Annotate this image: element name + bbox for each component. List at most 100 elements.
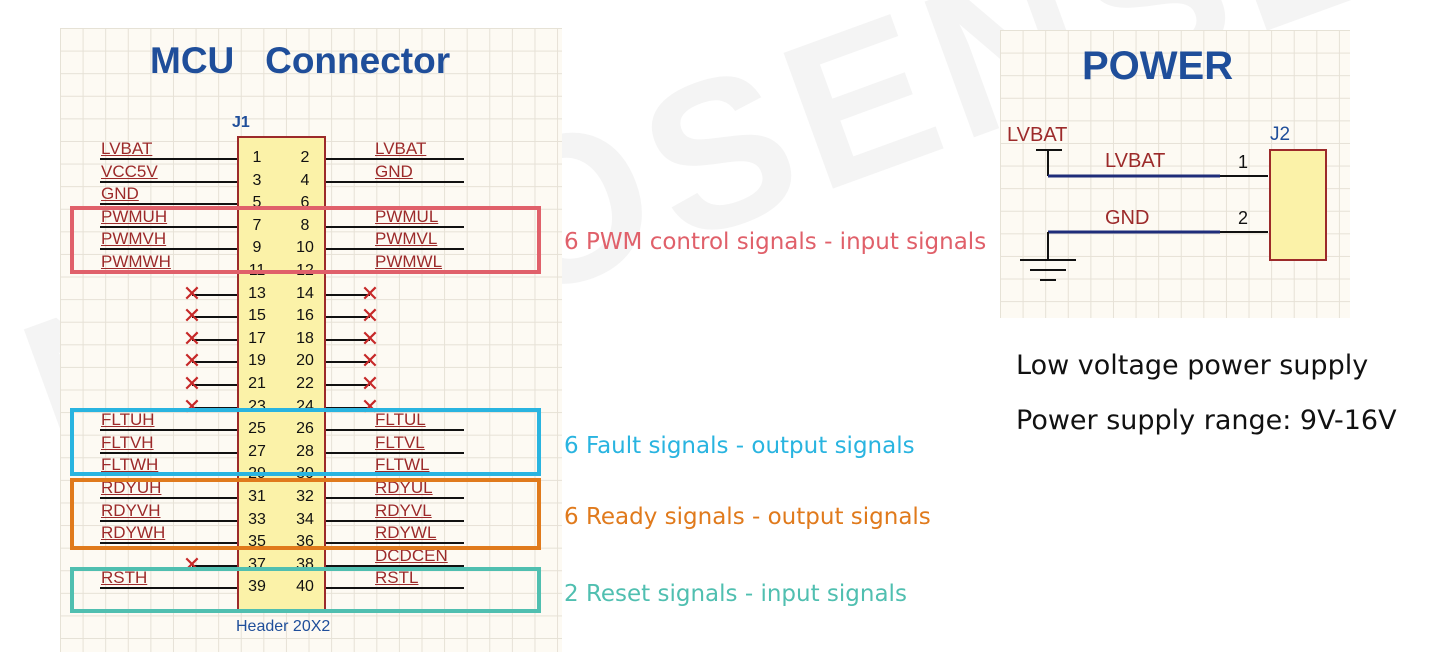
pin-wire-right <box>326 180 464 183</box>
signal-label-left: PWMVH <box>101 229 167 249</box>
nc-stub-right <box>326 293 370 296</box>
fault-annotation: 6 Fault signals - output signals <box>564 433 915 459</box>
pin-number-right: 10 <box>296 239 314 257</box>
signal-label-right: FLTWL <box>375 455 430 475</box>
signal-label-left: RDYWH <box>101 523 166 543</box>
j2-reference: J2 <box>1270 124 1291 145</box>
pin-number-right: 26 <box>296 420 314 438</box>
no-connect-icon: ✕ <box>182 325 202 351</box>
nc-stub-right <box>326 406 370 409</box>
nc-stub-left <box>192 293 237 296</box>
pin-number-left: 13 <box>248 284 266 302</box>
pin-number-left: 15 <box>248 307 266 325</box>
j1-reference: J1 <box>232 114 250 131</box>
pin-number-left: 35 <box>248 533 266 551</box>
lvbat-wire-label: LVBAT <box>1105 150 1166 172</box>
pin-number-left: 9 <box>252 239 262 257</box>
pin-number-left: 21 <box>248 375 266 392</box>
pin-wire-left <box>100 248 237 251</box>
pin-number-right: 14 <box>296 284 314 302</box>
pin-number-right: 32 <box>296 488 314 505</box>
pin-number-left: 27 <box>248 442 266 460</box>
nc-stub-right <box>326 316 370 319</box>
pin-number-right: 34 <box>296 510 314 528</box>
nc-stub-left <box>192 316 237 319</box>
signal-label-left: FLTWH <box>101 455 159 475</box>
signal-label-left: FLTUH <box>101 410 155 430</box>
pin-number-right: 40 <box>296 578 314 596</box>
pin-wire-left <box>100 587 237 590</box>
signal-label-right: RDYVL <box>375 500 432 520</box>
j1-header-body <box>237 136 326 612</box>
signal-label-left: FLTVH <box>101 432 154 452</box>
pin-wire-left <box>100 203 237 206</box>
no-connect-icon: ✕ <box>360 303 380 329</box>
signal-label-right: RDYUL <box>375 478 433 497</box>
power-wiring <box>1020 149 1327 281</box>
pin-wire-right <box>326 519 464 522</box>
pin-number-left: 17 <box>248 329 266 347</box>
signal-label-left: GND <box>101 184 139 204</box>
pin-number-left: 5 <box>252 194 262 212</box>
signal-label-right: GND <box>375 161 413 181</box>
pin-wire-left <box>100 497 237 499</box>
signal-label-right: RDYWL <box>375 523 437 543</box>
pin-wire-right <box>326 497 464 499</box>
pin-number-right: 36 <box>296 533 314 551</box>
fault-signals-box <box>70 408 541 476</box>
pin-wire-right <box>326 248 464 251</box>
signal-label-left: RDYVH <box>101 500 161 520</box>
signal-label-right: LVBAT <box>375 139 427 158</box>
pin-number-left: 7 <box>252 216 262 234</box>
pin-wire-right <box>326 158 464 160</box>
signal-label-left: LVBAT <box>101 139 153 158</box>
pin-wire-right <box>326 564 464 567</box>
pwm-signals-box <box>70 206 541 274</box>
signal-label-right: PWMWL <box>375 252 443 271</box>
mcu-connector-title: MCU Connector <box>150 40 451 81</box>
signal-label-left: RDYUH <box>101 478 162 497</box>
pin-number-left: 1 <box>252 149 262 166</box>
lvbat-net-label: LVBAT <box>1007 124 1068 146</box>
signal-label-left: PWMWH <box>101 252 171 271</box>
pin-number-left: 3 <box>252 171 262 189</box>
pin-wire-right <box>326 587 464 590</box>
pin-wire-left <box>100 158 237 160</box>
pin-wire-right <box>326 225 464 228</box>
pin-wire-left <box>100 429 237 432</box>
j2-header-body <box>1269 149 1327 261</box>
pin-number-right: 4 <box>300 171 310 189</box>
no-connect-icon: ✕ <box>360 325 380 351</box>
pin-wire-right <box>326 542 464 545</box>
signal-label-left: VCC5V <box>101 161 158 181</box>
pin-wire-left <box>100 542 237 545</box>
no-connect-icon: ✕ <box>360 371 380 396</box>
pin-number-left: 19 <box>248 352 266 370</box>
pin-number-left: 31 <box>248 488 266 505</box>
pin-wire-left <box>100 519 237 522</box>
pin-wire-left <box>100 180 237 183</box>
power-info-line1: Low voltage power supply <box>1016 350 1369 381</box>
nc-stub-left <box>192 406 237 409</box>
nc-stub-left <box>192 338 237 341</box>
nc-stub-right <box>326 384 370 386</box>
signal-label-right: DCDCEN <box>375 545 448 565</box>
nc-stub-left <box>192 361 237 364</box>
reset-annotation: 2 Reset signals - input signals <box>564 581 907 607</box>
no-connect-icon: ✕ <box>360 280 380 306</box>
gnd-wire-label: GND <box>1105 207 1150 229</box>
pin-number-right: 28 <box>296 442 314 460</box>
signal-label-right: PWMVL <box>375 229 438 249</box>
pwm-annotation: 6 PWM control signals - input signals <box>564 229 987 255</box>
signal-label-right: RSTL <box>375 568 419 588</box>
nc-stub-right <box>326 338 370 341</box>
j2-pin1-number: 1 <box>1238 152 1249 172</box>
j1-footer-label: Header 20X2 <box>236 618 331 635</box>
j2-pin2-number: 2 <box>1238 208 1249 228</box>
pin-number-right: 6 <box>300 194 310 212</box>
pin-wire-right <box>326 451 464 454</box>
pin-wire-left <box>100 451 237 454</box>
ready-signals-box <box>70 478 541 550</box>
pin-number-right: 2 <box>300 149 310 166</box>
